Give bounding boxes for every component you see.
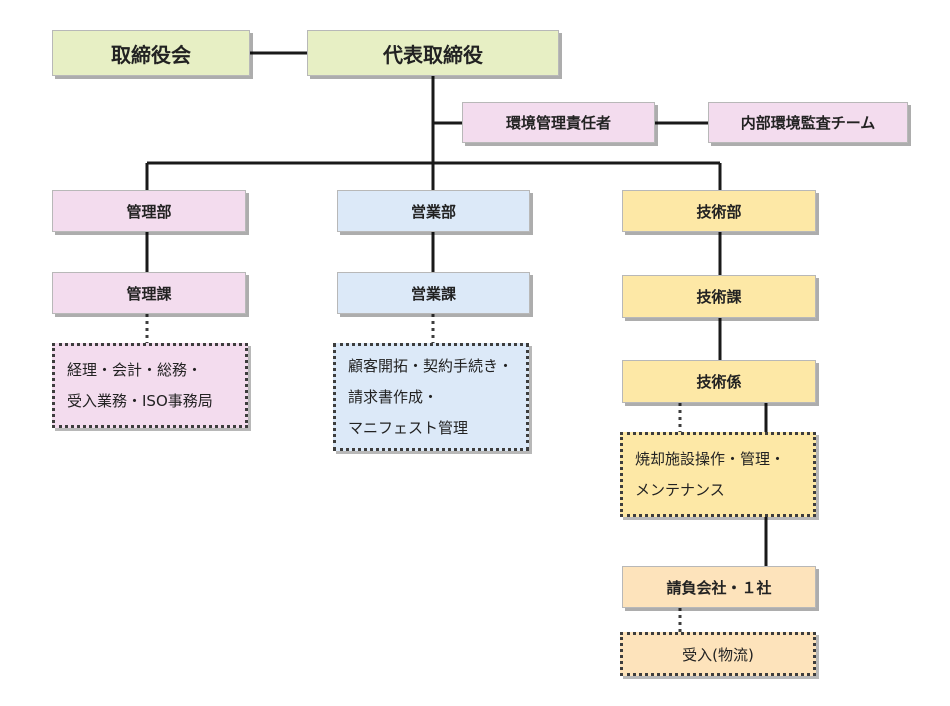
sales-section-box: 営業課 [337,272,530,314]
sales-duties-box: 顧客開拓・契約手続き・ 請求書作成・ マニフェスト管理 [333,343,529,451]
sales-duty-line: マニフェスト管理 [348,418,469,437]
admin-dept-box: 管理部 [52,190,246,232]
admin-duty-line: 経理・会計・総務・ [67,360,203,379]
admin-duties-box: 経理・会計・総務・ 受入業務・ISO事務局 [52,343,248,428]
sales-duty-line: 顧客開拓・契約手続き・ [348,356,514,375]
sales-dept-box: 営業部 [337,190,530,232]
subcontractor-box: 請負会社・１社 [622,566,816,608]
receiving-box: 受入(物流) [620,632,816,676]
tech-section-box: 技術課 [622,275,816,318]
tech-unit-box: 技術係 [622,360,816,403]
board-box: 取締役会 [52,30,250,76]
admin-section-box: 管理課 [52,272,246,314]
env-manager-box: 環境管理責任者 [462,102,655,143]
tech-duty-line: 焼却施設操作・管理・ [635,449,786,468]
ceo-box: 代表取締役 [307,30,559,76]
admin-duty-line: 受入業務・ISO事務局 [67,391,213,410]
tech-duties-box: 焼却施設操作・管理・ メンテナンス [620,432,816,517]
sales-duty-line: 請求書作成・ [348,387,439,406]
tech-duty-line: メンテナンス [635,480,725,499]
tech-dept-box: 技術部 [622,190,816,232]
internal-audit-box: 内部環境監査チーム [708,102,908,143]
